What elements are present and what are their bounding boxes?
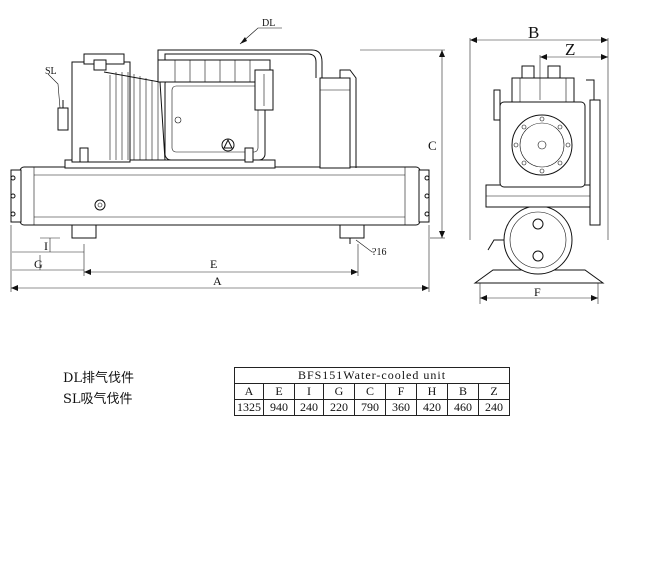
spec-table: BFS151Water-cooled unit A E I G C F H B … <box>234 367 510 416</box>
dim-e-label: E <box>210 257 217 271</box>
dim-b: B <box>469 23 609 240</box>
side-view: DL SL ?16 C I G <box>10 18 445 292</box>
value-cell: 790 <box>354 399 386 416</box>
value-cell: 1325 <box>234 399 264 416</box>
dim-i-g: I G <box>12 237 84 271</box>
value-cell: 240 <box>478 399 510 416</box>
table-header-row: A E I G C F H B Z <box>234 383 510 400</box>
dim-g-label: G <box>34 257 43 271</box>
header-cell: H <box>416 383 448 400</box>
legend-dl: DL排气伐件 <box>63 371 135 386</box>
legend-sl: SL吸气伐件 <box>63 392 133 407</box>
dim-e: E <box>83 244 359 276</box>
value-cell: 360 <box>385 399 417 416</box>
value-cell: 240 <box>294 399 324 416</box>
dim-z-label: Z <box>565 40 575 59</box>
header-cell: E <box>263 383 295 400</box>
header-cell: I <box>294 383 324 400</box>
value-cell: 460 <box>447 399 479 416</box>
pipe-size-label: ?16 <box>372 247 386 258</box>
sl-label: SL <box>45 66 57 77</box>
header-cell: C <box>354 383 386 400</box>
value-cell: 940 <box>263 399 295 416</box>
dim-f-label: F <box>534 285 541 299</box>
dim-f-h: F <box>479 283 599 304</box>
dim-i-label: I <box>44 239 48 253</box>
table-value-row: 1325 940 240 220 790 360 420 460 240 <box>234 399 510 416</box>
value-cell: 420 <box>416 399 448 416</box>
header-cell: Z <box>478 383 510 400</box>
sl-leader <box>47 73 61 109</box>
vertical-receiver <box>319 69 357 169</box>
dl-label: DL <box>262 18 275 29</box>
dim-b-label: B <box>528 23 539 42</box>
header-cell: B <box>447 383 479 400</box>
end-view: B Z F <box>469 23 609 304</box>
dim-c: C <box>360 49 445 239</box>
header-cell: F <box>385 383 417 400</box>
dim-c-label: C <box>428 138 437 153</box>
dim-a: A <box>10 225 430 292</box>
dl-leader <box>239 27 282 45</box>
dim-a-label: A <box>213 274 222 288</box>
condenser-tube <box>10 166 430 244</box>
value-cell: 220 <box>323 399 355 416</box>
dim-z: Z <box>539 40 608 100</box>
compressor <box>57 49 323 163</box>
header-cell: A <box>234 383 264 400</box>
table-title: BFS151Water-cooled unit <box>234 367 510 383</box>
header-cell: G <box>323 383 355 400</box>
